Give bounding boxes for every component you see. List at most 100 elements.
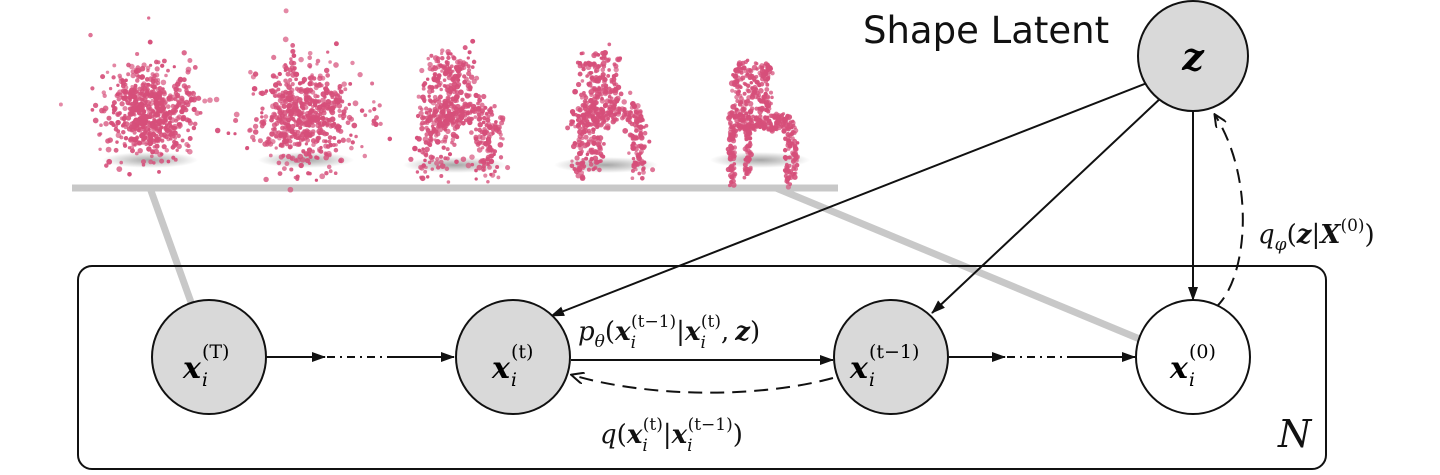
- cloud-point: [137, 148, 143, 154]
- cloud-point: [434, 160, 440, 166]
- cloud-point: [474, 168, 478, 173]
- cloud-point: [436, 59, 441, 64]
- cloud-point: [125, 115, 132, 121]
- cloud-point: [728, 157, 732, 162]
- cloud-point: [583, 100, 589, 106]
- cloud-point: [461, 121, 466, 126]
- cloud-point: [457, 58, 463, 65]
- cloud-point: [180, 116, 186, 122]
- cloud-point: [581, 157, 585, 162]
- cloud-point: [159, 158, 165, 164]
- cloud-point: [613, 72, 619, 78]
- cloud-point: [155, 96, 160, 100]
- cloud-point: [791, 130, 795, 134]
- cloud-point: [587, 71, 592, 77]
- cloud-point: [263, 176, 269, 183]
- cloud-point: [466, 56, 470, 60]
- cloud-point: [485, 147, 491, 154]
- cloud-point: [449, 52, 453, 56]
- cloud-point: [141, 163, 146, 167]
- cloud-point: [418, 110, 424, 117]
- cloud-point: [354, 134, 358, 139]
- cloud-point: [88, 32, 93, 38]
- cloud-point: [635, 152, 642, 159]
- cloud-point: [765, 82, 770, 87]
- cloud-point: [436, 99, 442, 105]
- cloud-point: [594, 106, 599, 111]
- cloud-point: [638, 128, 643, 133]
- cloud-point: [167, 109, 172, 114]
- cloud-point: [372, 107, 377, 112]
- cloud-point: [483, 105, 488, 110]
- cloud-point: [744, 156, 750, 162]
- cloud-point: [138, 96, 142, 100]
- cloud-point: [412, 145, 418, 152]
- cloud-point: [742, 81, 747, 86]
- cloud-point: [592, 121, 599, 127]
- cloud-point: [592, 155, 599, 161]
- cloud-point: [425, 175, 430, 179]
- cloud-point: [422, 99, 427, 104]
- cloud-point: [127, 172, 132, 177]
- cloud-point: [170, 145, 176, 150]
- cloud-point: [307, 55, 313, 61]
- cloud-point: [173, 135, 178, 140]
- cloud-point: [213, 96, 220, 103]
- cloud-point: [302, 102, 307, 107]
- cloud-point: [496, 175, 501, 180]
- cloud-point: [736, 122, 741, 127]
- cloud-point: [191, 125, 197, 131]
- cloud-point: [430, 167, 435, 171]
- cloud-point: [172, 65, 176, 69]
- cloud-point: [492, 149, 498, 154]
- cloud-point: [594, 67, 600, 73]
- cloud-point: [105, 146, 112, 153]
- cloud-point: [474, 127, 478, 132]
- cloud-point: [589, 75, 595, 81]
- cloud-point: [135, 78, 140, 83]
- cloud-point: [491, 131, 495, 135]
- cloud-point: [470, 162, 475, 167]
- cloud-point: [111, 103, 116, 109]
- cloud-point: [745, 134, 751, 140]
- cloud-point: [468, 111, 473, 115]
- cloud-point: [576, 139, 583, 145]
- cloud-point: [770, 95, 774, 100]
- cloud-point: [754, 124, 759, 130]
- cloud-point: [765, 77, 770, 82]
- cloud-point: [729, 167, 734, 172]
- cloud-point: [311, 142, 316, 148]
- cloud-point: [317, 121, 322, 126]
- cloud-point: [497, 141, 504, 148]
- cloud-point: [372, 100, 376, 104]
- cloud-point: [335, 123, 341, 129]
- cloud-point: [273, 127, 277, 131]
- cloud-point: [363, 113, 368, 118]
- cloud-point: [101, 90, 106, 95]
- cloud-point: [135, 117, 139, 122]
- cloud-point: [434, 103, 441, 110]
- cloud-point: [630, 101, 636, 107]
- cloud-point: [106, 115, 112, 121]
- node-xt1-label: xi(t−1): [849, 341, 919, 391]
- cloud-point: [161, 120, 166, 125]
- cloud-point: [575, 161, 580, 166]
- cloud-point: [259, 119, 265, 126]
- cloud-point: [736, 91, 741, 97]
- cloud-point: [111, 75, 116, 80]
- cloud-point: [786, 175, 792, 181]
- cloud-point: [570, 143, 577, 150]
- cloud-point: [306, 171, 311, 176]
- cloud-point: [791, 164, 796, 168]
- cloud-point: [301, 150, 306, 154]
- cloud-point: [464, 92, 468, 97]
- cloud-point: [137, 110, 141, 115]
- cloud-point: [625, 110, 630, 115]
- forward-process-label: q(xi(t)|xi(t−1)): [600, 415, 743, 456]
- cloud-point: [419, 122, 424, 127]
- cloud-point: [175, 148, 179, 152]
- cloud-point: [289, 116, 294, 121]
- cloud-point: [730, 147, 735, 151]
- cloud-point: [640, 161, 645, 166]
- cloud-point: [586, 167, 592, 172]
